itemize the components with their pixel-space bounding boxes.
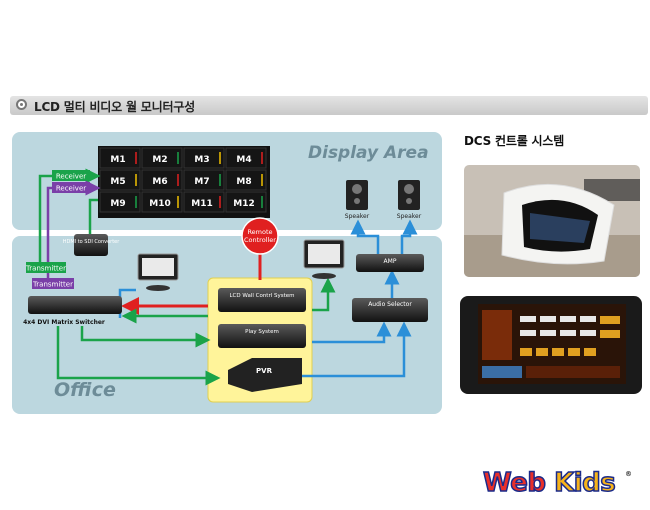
remote-label-2: Controller [244,236,276,244]
wall-control-system [218,288,306,312]
section-header-bar: LCD 멀티 비디오 월 모니터구성 [10,96,648,115]
wall-cell-label: M12 [233,199,254,209]
wall-cell-label: M3 [194,155,209,165]
receiver-2-label: Receiver [56,185,86,193]
webkids-logo: Web Kids ® [482,467,632,499]
wall-cell [225,169,267,191]
matrix-switcher [28,296,122,314]
wall-cell [141,147,183,169]
logo-web: Web [482,467,546,499]
logo-kids: Kids [553,467,616,499]
wall-cell [225,191,267,213]
wall-cell [141,191,183,213]
play-system [218,324,306,348]
wall-cell [225,147,267,169]
amp-label: AMP [384,258,397,265]
section-title: LCD 멀티 비디오 월 모니터구성 [34,100,195,114]
display-area-label: Display Area [308,143,429,163]
remote-label-1: Remote [247,228,272,236]
wall-cell [99,147,141,169]
line-audio2 [302,321,412,378]
wall-cell-label: M7 [194,177,209,187]
logo-reg: ® [625,470,632,478]
wall-cell [183,191,225,213]
control-screen-photo [460,296,642,394]
pvr [228,358,302,392]
wall-cell-label: M8 [236,177,251,187]
line-play-system [80,326,211,348]
receiver-1 [52,170,90,181]
hdmi-sdi-converter [74,234,108,256]
dcs-title: DCS 컨트롤 시스템 [464,134,565,148]
speaker-2-icon [398,180,420,210]
remote-controller [241,217,279,255]
transmitter-2 [32,278,74,289]
wall-cell-label: M1 [110,155,125,165]
wall-control-label: LCD Wall Contrl System [229,293,294,299]
wall-cell-label: M5 [110,177,125,187]
line-audio1 [312,321,392,344]
receiver-1-label: Receiver [56,173,86,181]
wall-cell-label: M9 [110,199,125,209]
wall-cell-label: M11 [191,199,212,209]
line-monitor2 [312,277,336,312]
audio-selector-label: Audio Selector [368,301,412,308]
pvr-label: PVR [256,367,273,375]
wall-cell-label: M6 [152,177,167,187]
monitor-2-icon [303,239,345,279]
transmitter-1 [26,262,66,273]
touch-panel-photo [464,165,640,277]
wall-cell [99,191,141,213]
monitor-icon [137,253,179,291]
line-pvr [56,326,221,386]
office-label: Office [54,379,116,401]
wall-cell-label: M10 [149,199,170,209]
line-amp-speaker2 [400,219,418,254]
wall-cell-label: M2 [152,155,167,165]
wall-cell [183,147,225,169]
speaker-1-label: Speaker [345,213,370,220]
wall-cell-label: M4 [236,155,251,165]
speaker-1-icon [346,180,368,210]
audio-selector [352,298,428,322]
converter-label: HDMI to SDI Converter [63,239,121,245]
play-system-label: Play System [245,329,279,335]
wall-cell [183,169,225,191]
amp [356,254,424,272]
transmitter-1-label: Transmitter [25,265,66,273]
bullet-icon [16,99,27,110]
receiver-2 [52,182,90,193]
transmitter-2-label: Transmitter [32,281,73,289]
line-amp-speaker1 [350,219,380,254]
wall-cell [141,169,183,191]
matrix-switcher-label: 4x4 DVI Matrix Switcher [23,319,105,326]
speaker-2-label: Speaker [397,213,422,220]
